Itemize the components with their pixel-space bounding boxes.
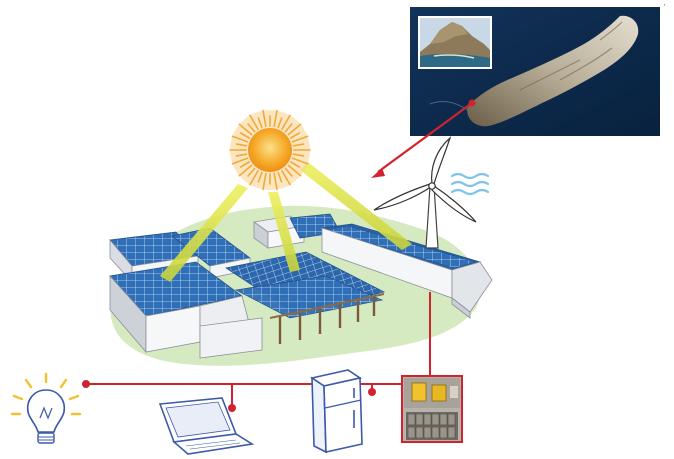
- sun-icon: [229, 109, 311, 191]
- building-large-left: [109, 261, 263, 359]
- sun-ray: [235, 143, 248, 147]
- island-link-arrow: [371, 102, 473, 178]
- sun-ray: [292, 153, 305, 157]
- connection-dots: [82, 380, 376, 412]
- sun-ray: [231, 157, 249, 165]
- sun-ray: [287, 123, 302, 136]
- corner-mark: ': [664, 3, 666, 12]
- sun-ray: [249, 170, 259, 186]
- solar-roof-buildings: [109, 213, 493, 359]
- sun-ray: [273, 109, 278, 128]
- sun-ray: [239, 161, 250, 168]
- sun-ray: [247, 167, 256, 177]
- sun-ray: [287, 164, 302, 177]
- sun-ray: [239, 132, 250, 139]
- island-inset-photo: [418, 16, 492, 69]
- pergola-solar-array: [224, 251, 386, 344]
- sun-ray: [231, 135, 249, 143]
- island-satellite-photo: [410, 7, 660, 136]
- sun-ray: [257, 171, 263, 183]
- sun-ray: [238, 164, 253, 177]
- sun-ray: [257, 117, 263, 129]
- sun-beams: [160, 162, 412, 282]
- sun-ray: [292, 143, 305, 147]
- sun-ray: [235, 153, 248, 157]
- battery-room-photo: [401, 375, 463, 443]
- sun-ray: [284, 123, 293, 133]
- sun-ray: [249, 114, 259, 130]
- sun-ray: [247, 123, 256, 133]
- wind-turbine-icon: [373, 136, 477, 249]
- sun-ray: [291, 135, 309, 143]
- inverter-box: [411, 382, 427, 402]
- laptop-icon: [158, 397, 255, 455]
- inverter-box: [431, 384, 447, 402]
- wind-waves-icon: [450, 172, 490, 196]
- sun-ray: [277, 117, 283, 129]
- sun-ray: [262, 172, 267, 191]
- sun-ray: [289, 161, 301, 168]
- sun-ray: [291, 157, 309, 165]
- sun-ray: [284, 167, 293, 177]
- sun-ray: [277, 171, 283, 183]
- battery-icon: [406, 412, 458, 440]
- sun-ray: [281, 170, 291, 186]
- sun-ray: [238, 123, 253, 136]
- sun-ray: [281, 114, 291, 130]
- sun-ray: [289, 132, 301, 139]
- light-bulb-icon: [10, 372, 82, 444]
- refrigerator-icon: [309, 369, 363, 454]
- sun-ray: [273, 172, 278, 191]
- sun-ray: [262, 109, 267, 128]
